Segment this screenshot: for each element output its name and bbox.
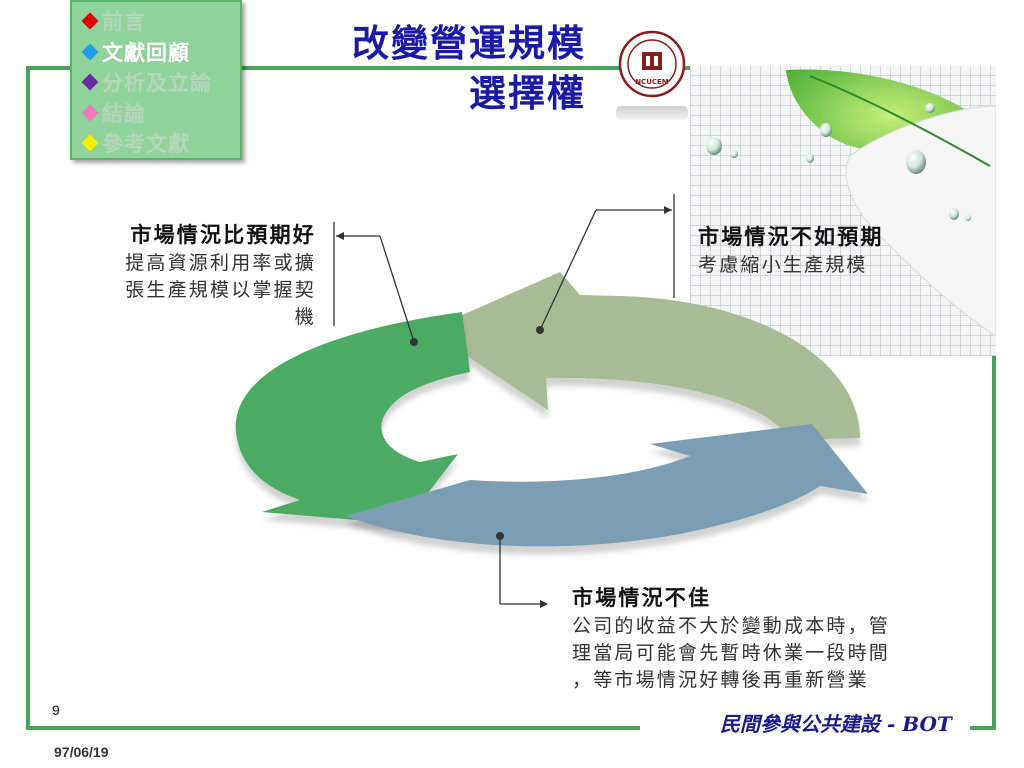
nav-item-label: 文獻回顧	[102, 39, 190, 65]
cycle-arrow-sage	[428, 272, 860, 440]
nav-item-label: 前言	[102, 9, 146, 35]
nav-item-2[interactable]: 分析及立論	[80, 67, 240, 98]
title-line-1: 改變營運規模	[352, 21, 586, 65]
nav-item-label: 分析及立論	[102, 70, 212, 96]
label-left-head: 市場情況比預期好	[130, 222, 316, 247]
frame-gap	[640, 724, 970, 736]
section-nav: 前言文獻回顧分析及立論結論參考文獻	[70, 0, 242, 160]
nav-item-4[interactable]: 參考文獻	[80, 128, 240, 159]
seal-base	[616, 106, 688, 120]
slide-frame	[26, 66, 996, 730]
label-left-body-2: 張生產規模以掌握契	[125, 279, 316, 301]
nav-item-1[interactable]: 文獻回顧	[80, 37, 240, 68]
seal-logo: NCUCEM	[618, 30, 686, 98]
label-bottom-head: 市場情況不佳	[572, 585, 712, 610]
university-seal: NCUCEM	[614, 30, 690, 126]
title-line-2: 選擇權	[469, 71, 586, 115]
label-left-body-1: 提高資源利用率或擴	[125, 252, 316, 274]
label-right-head: 市場情況不如預期	[698, 224, 884, 249]
nav-item-0[interactable]: 前言	[80, 6, 240, 37]
label-bottom-body-3: ，等市場情況好轉後再重新營業	[572, 669, 869, 691]
slide-date: 97/06/19	[54, 744, 109, 760]
callout-lines	[333, 194, 675, 605]
cycle-arrow-green	[235, 312, 470, 524]
label-bottom-body-1: 公司的收益不大於變動成本時，管	[572, 615, 891, 637]
callout-markers	[336, 206, 672, 608]
cycle-arrow-blue	[346, 424, 868, 547]
label-poor-market: 市場情況不佳 公司的收益不大於變動成本時，管 理當局可能會先暫時休業一段時間 ，…	[572, 583, 972, 694]
decorative-leaf-graphic	[690, 66, 996, 356]
label-bottom-body-2: 理當局可能會先暫時休業一段時間	[572, 642, 891, 664]
seal-text: NCUCEM	[635, 78, 669, 86]
page-number: 9	[52, 702, 60, 718]
label-left-body-3: 機	[294, 306, 316, 328]
label-worse-than-expected: 市場情況不如預期 考慮縮小生產規模	[698, 222, 988, 279]
leaf-shape	[845, 105, 996, 337]
label-right-body-1: 考慮縮小生產規模	[698, 254, 868, 276]
nav-item-3[interactable]: 結論	[80, 98, 240, 129]
label-better-than-expected: 市場情況比預期好 提高資源利用率或擴 張生產規模以掌握契 機	[80, 220, 316, 331]
slide-title: 改變營運規模 選擇權	[352, 18, 586, 118]
nav-item-label: 參考文獻	[102, 131, 190, 157]
footer-caption: 民間參與公共建設 - BOT	[720, 712, 952, 736]
nav-item-label: 結論	[102, 100, 146, 126]
